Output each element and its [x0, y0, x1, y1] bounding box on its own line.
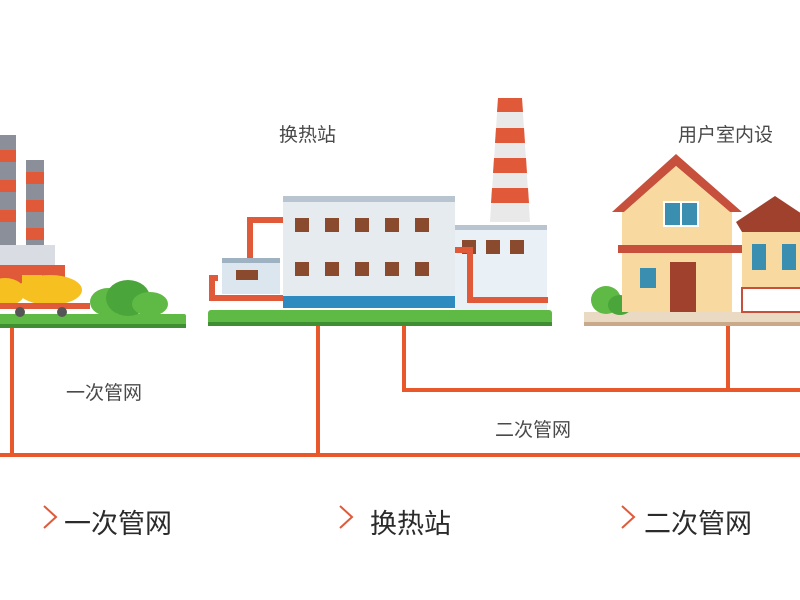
user-house	[584, 154, 800, 326]
user-equipment-label: 用户室内设	[678, 124, 774, 146]
flow-arrow-2	[218, 505, 354, 529]
heat-plant	[0, 135, 186, 328]
flow-arrow-3	[498, 505, 636, 529]
flow-arrow-1	[0, 505, 58, 529]
heat-exchange-station	[208, 98, 552, 326]
pipe-network	[0, 325, 800, 457]
station-label: 换热站	[279, 124, 337, 146]
flow-step-station: 换热站	[370, 509, 451, 540]
secondary-pipe	[402, 325, 800, 392]
primary-network-label: 一次管网	[66, 382, 143, 404]
secondary-network-label: 二次管网	[495, 419, 572, 441]
flow-step-secondary: 二次管网	[644, 509, 752, 540]
flow-step-primary: 一次管网	[64, 509, 172, 540]
